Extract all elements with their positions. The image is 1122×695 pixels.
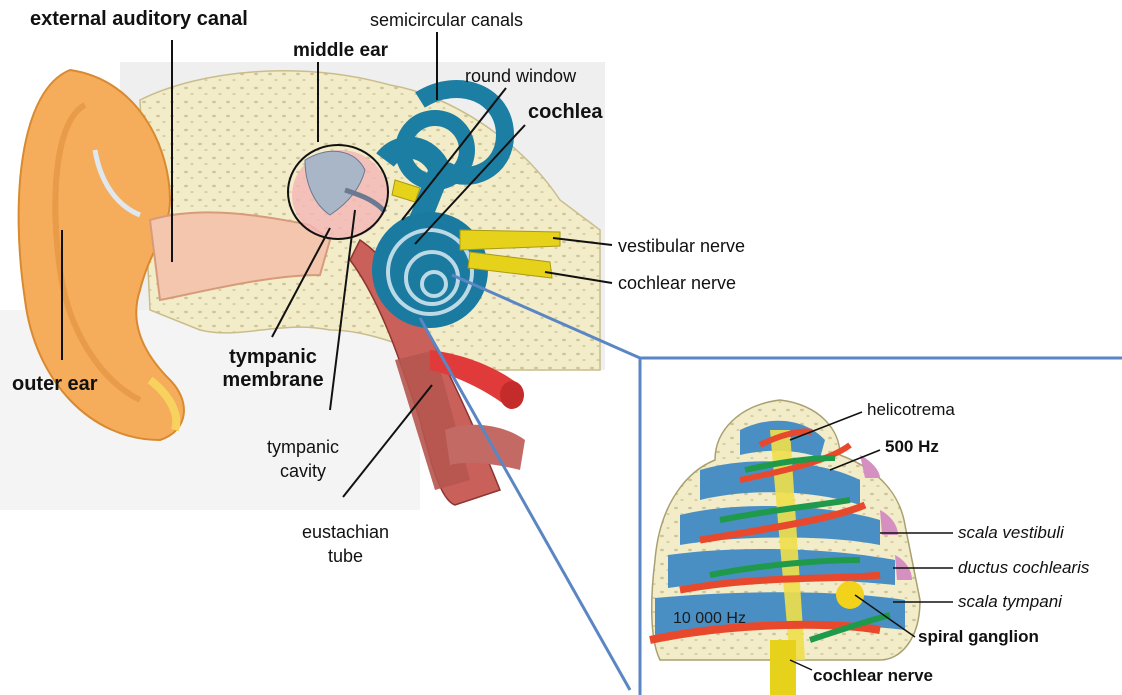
label-eustachian-tube: eustachian tube bbox=[288, 522, 403, 566]
label-cochlear-nerve: cochlear nerve bbox=[618, 273, 736, 294]
label-semicircular-canals: semicircular canals bbox=[370, 10, 523, 31]
label-middle-ear: middle ear bbox=[293, 40, 388, 62]
label-vestibular-nerve: vestibular nerve bbox=[618, 236, 745, 257]
label-outer-ear: outer ear bbox=[12, 373, 98, 396]
middle-ear-region bbox=[292, 150, 388, 240]
inset-label-10000hz: 10 000 Hz bbox=[673, 610, 746, 628]
inset-label-500hz: 500 Hz bbox=[885, 437, 939, 457]
label-cochlea: cochlea bbox=[528, 101, 602, 124]
label-round-window: round window bbox=[465, 66, 576, 87]
inset-label-helicotrema: helicotrema bbox=[867, 400, 955, 420]
label-tympanic-cavity: tympanic cavity bbox=[258, 437, 348, 481]
inset-label-scala-vestibuli: scala vestibuli bbox=[958, 523, 1064, 543]
inset-label-cochlear-nerve: cochlear nerve bbox=[813, 666, 933, 686]
label-external-auditory-canal: external auditory canal bbox=[30, 8, 248, 31]
inset-label-spiral-ganglion: spiral ganglion bbox=[918, 627, 1039, 647]
label-tympanic-membrane: tympanic membrane bbox=[218, 346, 328, 392]
inset-label-scala-tympani: scala tympani bbox=[958, 592, 1062, 612]
inset-label-ductus-cochlearis: ductus cochlearis bbox=[958, 558, 1089, 578]
